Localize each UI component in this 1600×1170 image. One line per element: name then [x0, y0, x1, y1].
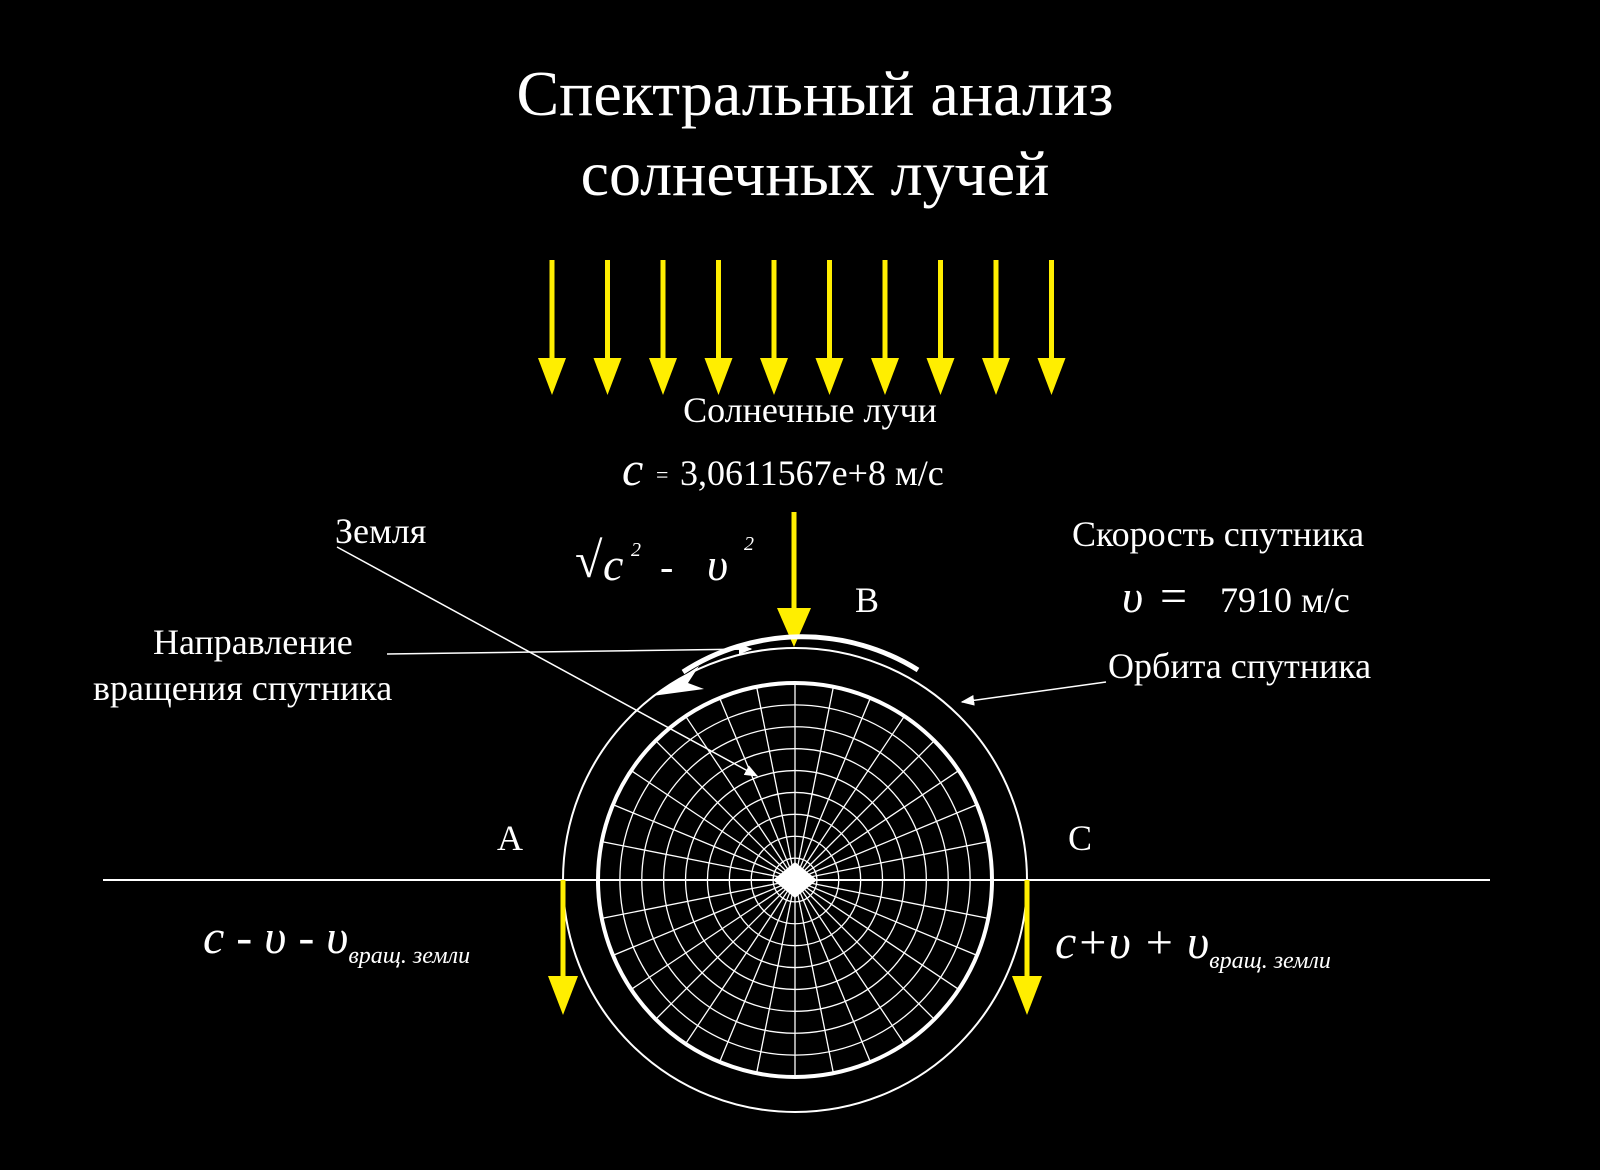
- sun-ray-arrow: [815, 260, 844, 395]
- satellite-speed-label: Скорость спутника: [1072, 514, 1364, 554]
- globe-meridian: [630, 879, 796, 990]
- formula-left-main: c - υ - υ: [203, 911, 348, 964]
- sqrt-exp-2: 2: [744, 533, 754, 555]
- point-b-label: B: [855, 580, 879, 620]
- globe-meridian: [794, 740, 935, 881]
- globe-meridian: [612, 879, 796, 957]
- globe-meridian: [794, 840, 989, 881]
- globe-meridian: [794, 879, 989, 920]
- sun-ray-arrow: [760, 260, 788, 395]
- sun-ray-arrow: [982, 260, 1010, 395]
- formula-right-main: c+υ + υ: [1055, 916, 1209, 969]
- direction-leader-arrow: [386, 643, 753, 655]
- point-a-label: A: [497, 818, 523, 858]
- orbit-leader-arrow: [960, 681, 1107, 706]
- c-value: 3,0611567e+8 м/с: [680, 453, 944, 493]
- ray-at-a-arrow: [548, 880, 578, 1015]
- sun-rays-label: Солнечные лучи: [683, 390, 937, 430]
- sqrt-minus: -: [660, 544, 673, 589]
- globe-meridian: [794, 879, 872, 1063]
- title-line-1: Спектральный анализ: [516, 58, 1113, 129]
- globe-meridian: [612, 803, 796, 881]
- globe-meridian: [794, 879, 835, 1074]
- earth-label: Земля: [335, 511, 426, 551]
- globe-center-star: [773, 862, 817, 898]
- point-c-label: C: [1068, 818, 1092, 858]
- globe-meridian: [630, 770, 796, 881]
- sun-ray-arrow: [538, 260, 566, 395]
- globe-meridian: [794, 803, 978, 881]
- v-symbol: υ: [1122, 571, 1143, 622]
- ray-to-b-arrow: [777, 512, 811, 647]
- globe-meridian: [794, 686, 835, 881]
- c-equals: =: [656, 462, 668, 487]
- earth-leader-arrow: [336, 546, 759, 777]
- direction-label-line-2: вращения спутника: [93, 668, 392, 708]
- orbit-label: Орбита спутника: [1108, 646, 1371, 686]
- v-equals: =: [1160, 570, 1187, 623]
- sun-ray-arrow: [926, 260, 955, 395]
- title-line-2: солнечных лучей: [581, 138, 1050, 209]
- sun-ray-arrow: [704, 260, 733, 395]
- v-value: 7910 м/с: [1220, 580, 1350, 620]
- sun-rays-group: [538, 260, 1066, 395]
- globe-meridian: [601, 879, 796, 920]
- globe-meridian: [794, 770, 960, 881]
- globe-meridian: [685, 879, 796, 1045]
- sqrt-v: υ: [707, 539, 728, 590]
- globe-meridian: [755, 686, 796, 881]
- rotation-direction-arrow: [652, 634, 920, 696]
- globe-meridian: [655, 879, 796, 1020]
- globe-meridian: [718, 697, 796, 881]
- globe-meridian: [794, 715, 905, 881]
- globe-meridian: [718, 879, 796, 1063]
- globe-meridian: [794, 879, 935, 1020]
- globe-meridian: [794, 879, 960, 990]
- globe-meridian: [794, 879, 905, 1045]
- formula-left: c - υ - υвращ. земли: [203, 911, 470, 969]
- sqrt-c: c: [603, 539, 623, 590]
- formula-right-subscript: вращ. земли: [1209, 948, 1331, 974]
- sun-ray-arrow: [1037, 260, 1066, 395]
- formula-right: c+υ + υвращ. земли: [1055, 916, 1331, 974]
- sqrt-sign: √: [575, 532, 603, 588]
- globe-meridian: [685, 715, 796, 881]
- sqrt-exp-1: 2: [631, 539, 641, 561]
- c-symbol: c: [622, 443, 643, 496]
- globe-meridian: [794, 879, 978, 957]
- ray-at-c-arrow: [1012, 880, 1042, 1015]
- sun-ray-arrow: [649, 260, 677, 395]
- earth-globe: [596, 681, 994, 1079]
- globe-meridian: [601, 840, 796, 881]
- sun-ray-arrow: [871, 260, 899, 395]
- globe-meridian: [755, 879, 796, 1074]
- formula-left-subscript: вращ. земли: [348, 943, 470, 969]
- sun-ray-arrow: [593, 260, 622, 395]
- globe-meridian: [655, 740, 796, 881]
- globe-meridian: [794, 697, 872, 881]
- direction-label-line-1: Направление: [153, 622, 353, 662]
